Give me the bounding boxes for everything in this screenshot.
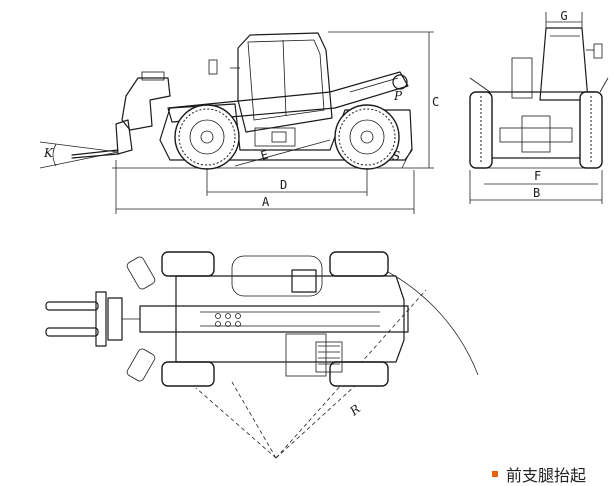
tilt-line-up <box>39 141 119 153</box>
side-view: K E S P C D A <box>39 31 439 214</box>
front-wheel-hub <box>200 130 214 144</box>
label-B: B <box>533 186 540 200</box>
cab-window <box>247 39 325 121</box>
label-G: G <box>560 9 567 23</box>
boom <box>167 71 409 123</box>
clearance-line <box>234 139 331 167</box>
steered-tire-ghost <box>126 256 156 290</box>
label-S: S <box>392 149 400 163</box>
boom-bolts <box>215 313 241 327</box>
turn-line-2 <box>231 381 277 459</box>
boom-head <box>511 57 533 99</box>
front-view: G F B <box>469 9 609 204</box>
top-fork-plate <box>95 291 107 347</box>
front-wheel <box>174 104 240 170</box>
caption-bullet <box>492 471 498 477</box>
turning-arc <box>361 259 479 376</box>
top-front-left-tire <box>161 251 215 277</box>
label-A: A <box>262 195 270 209</box>
engine-hood <box>231 255 323 297</box>
fork-plate <box>115 119 133 155</box>
label-C: C <box>432 95 439 109</box>
steered-tire-ghost-lower <box>126 348 156 382</box>
tilt-arc <box>52 143 57 167</box>
caption: 前支腿抬起 <box>492 462 586 486</box>
carriage-top <box>141 71 165 81</box>
top-boom <box>139 305 409 333</box>
side-plate <box>271 131 287 143</box>
top-fork-tine-1 <box>45 301 99 311</box>
mirror <box>208 59 218 75</box>
front-carriage <box>121 77 171 131</box>
rear-wheel <box>334 104 400 170</box>
rear-wheel-hub <box>360 130 374 144</box>
label-E: E <box>259 148 270 163</box>
top-carriage <box>107 297 123 341</box>
cab-outline <box>237 32 333 133</box>
cab-top <box>285 333 327 377</box>
tilt-line-down <box>39 151 119 169</box>
boom-pivot <box>392 74 408 90</box>
cab-front <box>539 27 589 101</box>
front-axle <box>499 127 573 143</box>
label-D: D <box>280 178 287 192</box>
engine-block <box>291 269 317 293</box>
side-panel <box>254 127 296 147</box>
cab-door-line <box>282 39 287 117</box>
turn-line-1 <box>195 387 277 459</box>
label-P: P <box>393 89 403 103</box>
top-rear-right-tire <box>329 361 389 387</box>
top-body <box>175 275 405 363</box>
label-F: F <box>534 169 541 183</box>
cab-grille <box>315 341 343 373</box>
boom-inner-line <box>349 77 399 93</box>
top-front-right-tire <box>161 361 215 387</box>
fork-tine-lower <box>71 153 119 159</box>
top-fork-tine-2 <box>45 327 99 337</box>
top-view: R <box>45 251 479 459</box>
front-wheel-rim <box>189 119 225 155</box>
rear-wheel-rim <box>349 119 385 155</box>
front-mirror <box>593 43 603 59</box>
label-R: R <box>346 402 363 419</box>
axle-housing <box>521 115 551 153</box>
label-K: K <box>43 146 54 160</box>
departure-line <box>401 147 413 169</box>
top-rear-left-tire <box>329 251 389 277</box>
caption-text: 前支腿抬起 <box>506 466 587 485</box>
